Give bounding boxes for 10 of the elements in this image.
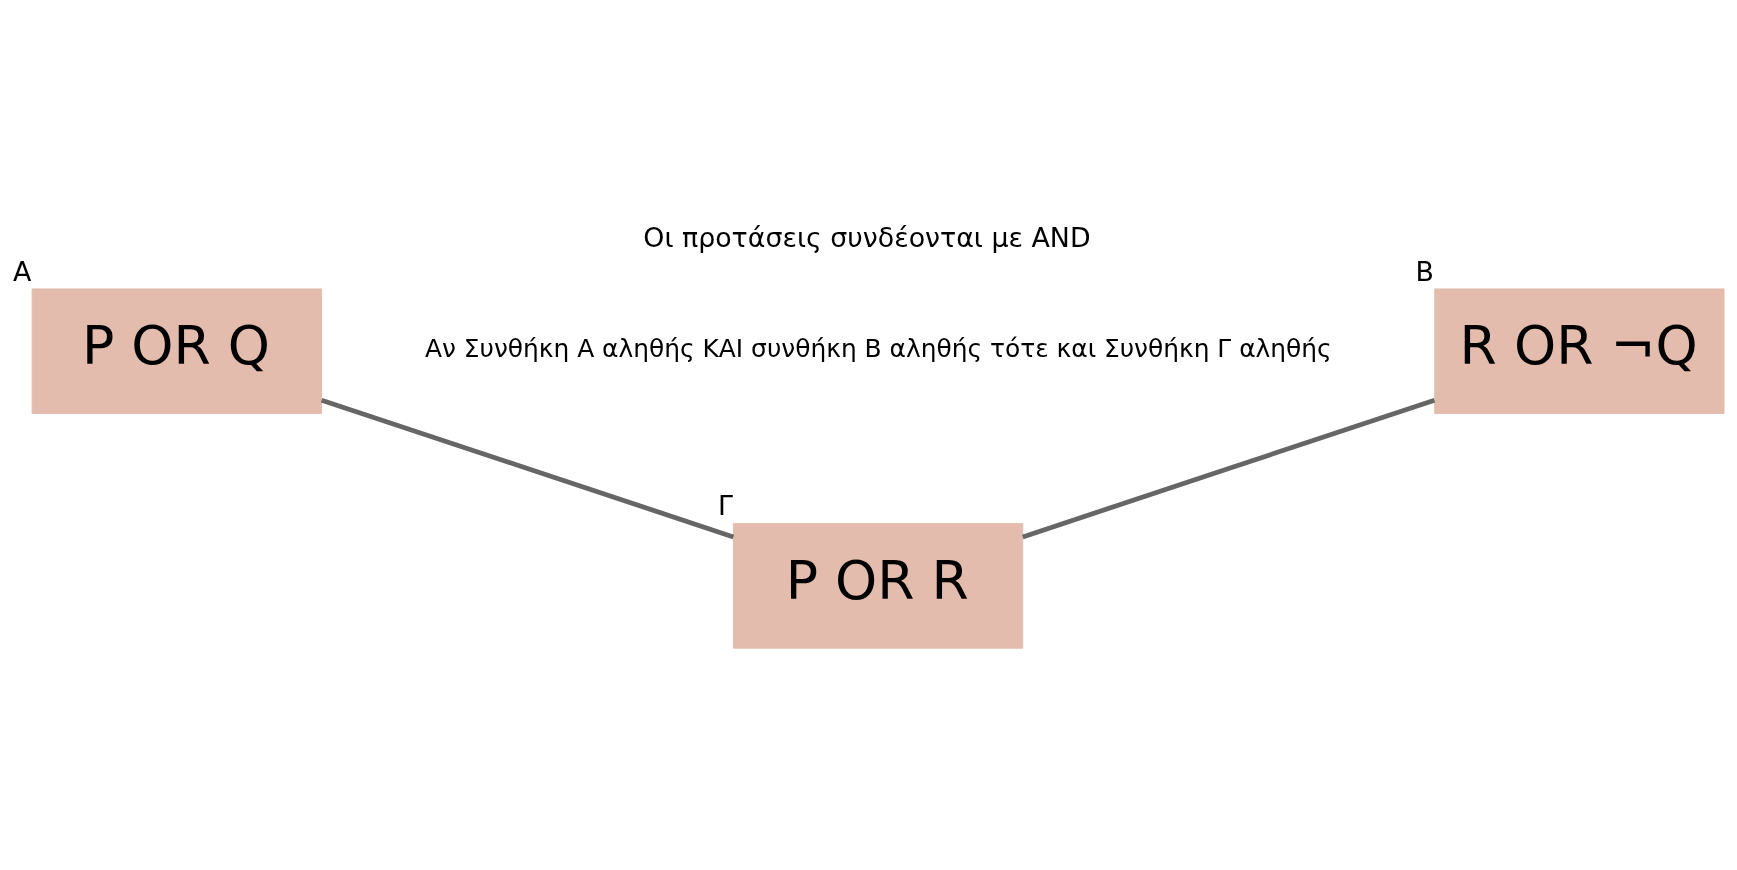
label: Αν Συνθήκη Α αληθής ΚΑΙ συνθήκη Β αληθής τότε και Συνθήκη Γ αληθής xyxy=(424,334,1332,364)
connector xyxy=(1022,397,1436,540)
node-label: Γ xyxy=(718,490,734,522)
node-box: P OR R xyxy=(732,523,1024,649)
node-box: P OR Q xyxy=(31,288,322,414)
connector xyxy=(320,397,735,540)
node-box: R OR ¬Q xyxy=(1434,288,1725,414)
node-label: A xyxy=(12,255,32,287)
diagram-title: Οι προτάσεις συνδέονται με AND xyxy=(643,222,1091,254)
node-label: B xyxy=(1415,255,1434,287)
